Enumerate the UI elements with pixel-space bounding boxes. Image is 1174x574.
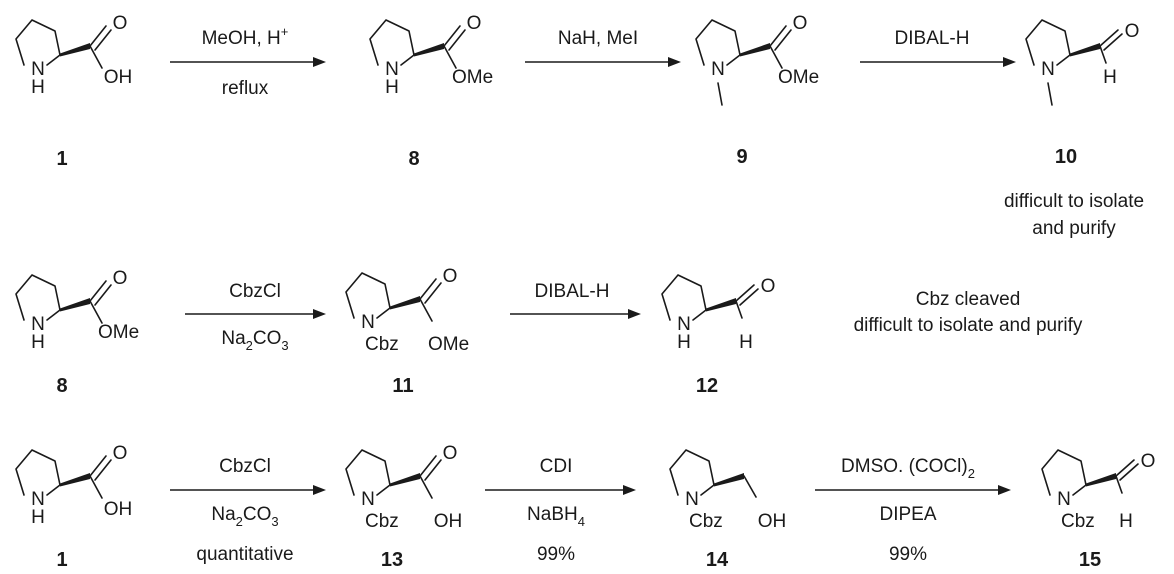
yield-99-2: 99%: [889, 544, 927, 565]
svg-text:O: O: [443, 443, 458, 464]
compound-label-14: 14: [706, 549, 729, 571]
reagent-swern: DMSO. (COCl)2: [841, 456, 975, 481]
reagent-nah-mei: NaH, MeI: [558, 28, 638, 49]
svg-text:O: O: [793, 13, 808, 34]
svg-text:H: H: [739, 332, 753, 353]
reagent-cdi: CDI: [540, 456, 573, 477]
compound-9: N O OMe: [695, 13, 819, 106]
svg-text:O: O: [1141, 451, 1156, 472]
reaction-arrow-8: [815, 485, 1011, 495]
atom-h: H: [31, 77, 45, 98]
compound-8-top: N H O OMe: [369, 13, 493, 98]
svg-text:N: N: [385, 59, 399, 80]
compound-label-13: 13: [381, 549, 403, 571]
svg-text:H: H: [1119, 511, 1133, 532]
svg-text:N: N: [361, 312, 375, 333]
svg-text:OH: OH: [758, 511, 787, 532]
compound-1-top: N H O OH: [15, 13, 133, 98]
svg-text:H: H: [31, 507, 45, 528]
svg-text:N: N: [711, 59, 725, 80]
reaction-arrow-7: [485, 485, 636, 495]
svg-text:O: O: [761, 276, 776, 297]
svg-text:OH: OH: [434, 511, 463, 532]
svg-text:H: H: [31, 332, 45, 353]
reagent-methanol-acid: MeOH, H+: [202, 24, 289, 49]
atom-o: O: [113, 13, 128, 34]
svg-text:H: H: [677, 332, 691, 353]
compound-label-12: 12: [696, 375, 718, 397]
svg-text:N: N: [685, 489, 699, 510]
compound-label-8-middle: 8: [56, 375, 67, 397]
reagent-na2co3-1: Na2CO3: [221, 328, 288, 353]
compound-14: N Cbz OH: [669, 449, 787, 532]
note-10-line-1: difficult to isolate: [1004, 191, 1144, 212]
reaction-arrow-4: [185, 309, 326, 319]
compound-10: N O H: [1025, 19, 1140, 106]
svg-text:OMe: OMe: [98, 322, 139, 343]
note-10-line-2: and purify: [1032, 218, 1116, 239]
compound-15: N Cbz O H: [1041, 449, 1156, 532]
compound-8-middle: N H O OMe: [15, 268, 139, 353]
atom-n: N: [31, 59, 45, 80]
svg-text:O: O: [113, 268, 128, 289]
compound-label-8-top: 8: [408, 148, 419, 170]
svg-text:Cbz: Cbz: [689, 511, 723, 532]
compound-label-1-bottom: 1: [56, 549, 67, 571]
svg-text:H: H: [1103, 67, 1117, 88]
svg-text:N: N: [31, 314, 45, 335]
note-12-line-1: Cbz cleaved: [916, 289, 1021, 310]
svg-text:OH: OH: [104, 499, 133, 520]
reagent-reflux: reflux: [222, 78, 269, 99]
reagent-dibal-1: DIBAL-H: [895, 28, 970, 49]
compound-13: N Cbz O OH: [345, 443, 463, 532]
note-12-line-2: difficult to isolate and purify: [854, 315, 1083, 336]
compound-label-10: 10: [1055, 146, 1077, 168]
reaction-arrow-6: [170, 485, 326, 495]
svg-text:N: N: [677, 314, 691, 335]
compound-label-15: 15: [1079, 549, 1101, 571]
reaction-arrow-1: [170, 57, 326, 67]
reaction-arrow-5: [510, 309, 641, 319]
yield-99-1: 99%: [537, 544, 575, 565]
reagent-dipea: DIPEA: [879, 504, 936, 525]
svg-text:Cbz: Cbz: [365, 334, 399, 355]
svg-text:N: N: [31, 489, 45, 510]
svg-text:O: O: [1125, 21, 1140, 42]
reaction-arrow-3: [860, 57, 1016, 67]
atom-ome: OMe: [452, 67, 493, 88]
svg-text:N: N: [1041, 59, 1055, 80]
compound-label-11: 11: [392, 375, 413, 397]
compound-12: N H O H: [661, 274, 776, 353]
svg-text:O: O: [443, 266, 458, 287]
svg-text:Cbz: Cbz: [1061, 511, 1095, 532]
svg-text:OMe: OMe: [428, 334, 469, 355]
compound-label-9: 9: [736, 146, 747, 168]
reagent-dibal-2: DIBAL-H: [535, 281, 610, 302]
svg-text:Cbz: Cbz: [365, 511, 399, 532]
svg-text:OMe: OMe: [778, 67, 819, 88]
compound-label-1-top: 1: [56, 148, 67, 170]
compound-1-bottom: N H O OH: [15, 443, 133, 528]
reaction-arrow-2: [525, 57, 681, 67]
svg-text:H: H: [385, 77, 399, 98]
atom-oh: OH: [104, 67, 133, 88]
svg-text:N: N: [361, 489, 375, 510]
reagent-cbzcl-2: CbzCl: [219, 456, 271, 477]
svg-text:N: N: [1057, 489, 1071, 510]
reagent-cbzcl-1: CbzCl: [229, 281, 281, 302]
reagent-nabh4: NaBH4: [527, 504, 585, 529]
reagent-na2co3-2: Na2CO3: [211, 504, 278, 529]
compound-11: N Cbz O OMe: [345, 266, 469, 355]
svg-text:O: O: [467, 13, 482, 34]
svg-text:O: O: [113, 443, 128, 464]
yield-quantitative: quantitative: [196, 544, 293, 565]
